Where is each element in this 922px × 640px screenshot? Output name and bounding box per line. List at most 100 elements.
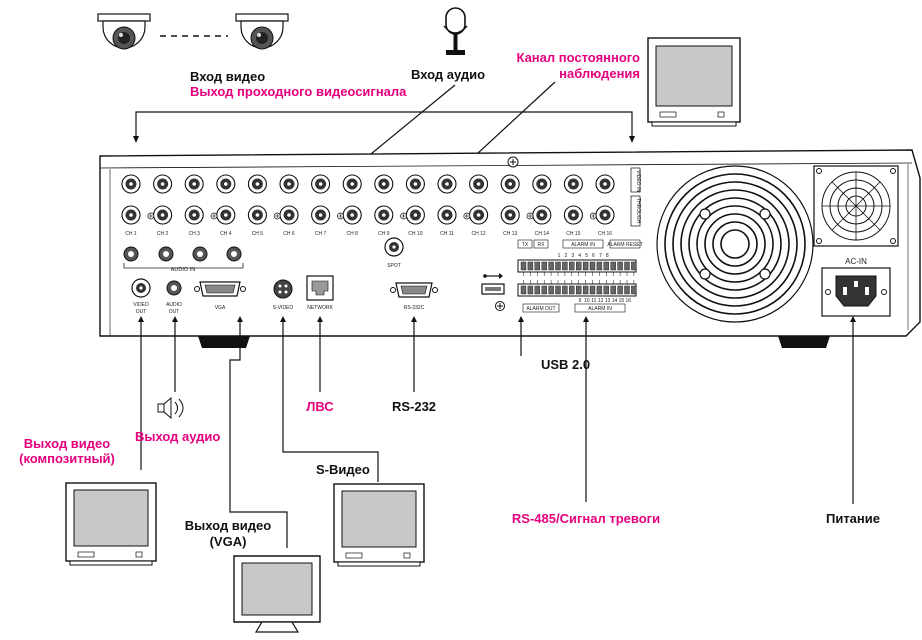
fan-ring (680, 189, 790, 299)
vga-out-label-2: (VGA) (210, 534, 247, 549)
video-in-bnc (342, 174, 362, 194)
alarm-pin-number: 8 (606, 253, 609, 259)
terminal-pin (610, 261, 616, 271)
s-video-panel-label: S-VIDEO (273, 305, 294, 311)
alarm-pin-number: 2 (565, 253, 568, 259)
svg-text:OUT: OUT (136, 309, 147, 315)
screw-icon (400, 212, 407, 220)
terminal-pin (624, 285, 630, 295)
terminal-pin (562, 261, 568, 271)
svg-text:OUT: OUT (169, 309, 180, 315)
video-in-bnc (405, 174, 425, 194)
video-in-bnc (247, 174, 267, 194)
alarm-in-top-label: ALARM IN (571, 242, 595, 248)
screw-icon (337, 212, 344, 220)
alarm-pin-number: 4 (578, 253, 581, 259)
through-tag: THROUGH (635, 198, 641, 224)
screw-icon (526, 212, 534, 220)
audio-out-label: Выход аудио (135, 429, 220, 444)
channel-label: CH 8 (346, 231, 358, 237)
channel-label: CH 4 (220, 231, 232, 237)
video-in-bnc (532, 174, 552, 194)
fan-mount-hole (699, 268, 711, 280)
vga-monitor-icon (233, 555, 321, 633)
terminal-pin (603, 285, 609, 295)
video-through-bnc (121, 205, 141, 225)
fan-mount-hole (699, 208, 711, 220)
channel-label: CH 2 (157, 231, 169, 237)
channel-label: CH 16 (598, 231, 612, 237)
fan-ring (704, 213, 766, 275)
terminal-pin (555, 261, 561, 271)
terminal-pin (576, 261, 582, 271)
video-in-bnc (374, 174, 394, 194)
s-video-label: S-Видео (316, 462, 370, 477)
alarm-pin-number: 7 (599, 253, 602, 259)
video-through-bnc (311, 205, 331, 225)
vga-connector: VGA (194, 281, 246, 311)
spot-connector: SPOT (384, 237, 404, 269)
terminal-pin (589, 261, 596, 271)
terminal-pin (534, 261, 540, 271)
tx-label: TX (522, 242, 529, 248)
audio-in-panel-label: AUDIO IN (171, 267, 195, 273)
video-through-bnc (500, 205, 520, 225)
terminal-pin (624, 261, 630, 271)
terminal-pin (548, 261, 554, 271)
video-in-bnc (153, 174, 173, 194)
audio-in-connectors: AUDIO IN (123, 246, 244, 273)
terminal-pin (631, 261, 637, 271)
video-in-bnc (121, 174, 141, 194)
svg-text:VIDEO: VIDEO (133, 302, 149, 308)
video-through-bnc (405, 205, 425, 225)
screw-icon (147, 212, 155, 220)
dome-camera-icon (97, 13, 151, 50)
ac-in-connector: AC-IN (821, 257, 891, 317)
rx-label: RX (538, 242, 546, 248)
fan-ring (696, 205, 774, 283)
alarm-in-bottom-label: ALARM IN (588, 306, 612, 312)
channel-label: CH 9 (378, 231, 390, 237)
ac-in-label: AC-IN (845, 257, 867, 266)
audio-out-connector: AUDIO OUT (166, 280, 182, 315)
terminal-pin (541, 261, 547, 271)
fan-ring (712, 221, 758, 267)
fan-ring (720, 229, 750, 259)
rs232-label: RS-232 (392, 399, 436, 414)
video-in-bnc (563, 174, 583, 194)
video-in-bnc (595, 174, 615, 194)
monitor-icon (647, 37, 741, 127)
video-in-bnc (500, 174, 520, 194)
monitor-icon (65, 482, 157, 566)
svg-text:AUDIO: AUDIO (166, 302, 182, 308)
terminal-pin (617, 285, 623, 295)
screw-icon (589, 212, 597, 220)
network-panel-label: NETWORK (307, 305, 333, 311)
video-in-tag: VIDEO IN (635, 170, 641, 192)
spot-channel-label-2: наблюдения (559, 66, 640, 81)
video-through-bnc (532, 205, 552, 225)
alarm-pin-number: 9 (579, 298, 582, 304)
channel-label: CH 3 (188, 231, 200, 237)
channel-label: CH 6 (283, 231, 295, 237)
video-in-bnc (184, 174, 204, 194)
psu-fan (813, 165, 899, 247)
rs485-alarm-label: RS-485/Сигнал тревоги (512, 511, 660, 526)
ground-icon (495, 301, 505, 311)
terminal-pin (534, 285, 540, 295)
usb-icon (481, 273, 505, 295)
terminal-pin (527, 261, 534, 271)
channel-label: CH 14 (535, 231, 549, 237)
video-in-bnc (216, 174, 236, 194)
video-in-label: Вход видео (190, 69, 265, 84)
video-in-bnc (437, 174, 457, 194)
alarm-pin-number: 15 (619, 298, 625, 304)
screw-icon (463, 212, 471, 220)
terminal-pin (596, 261, 603, 271)
s-video-connector: S-VIDEO (273, 279, 294, 311)
video-out-label-1: Выход видео (24, 436, 110, 451)
video-through-bnc (184, 205, 204, 225)
alarm-pin-number: 16 (626, 298, 632, 304)
terminal-pin (520, 261, 527, 271)
